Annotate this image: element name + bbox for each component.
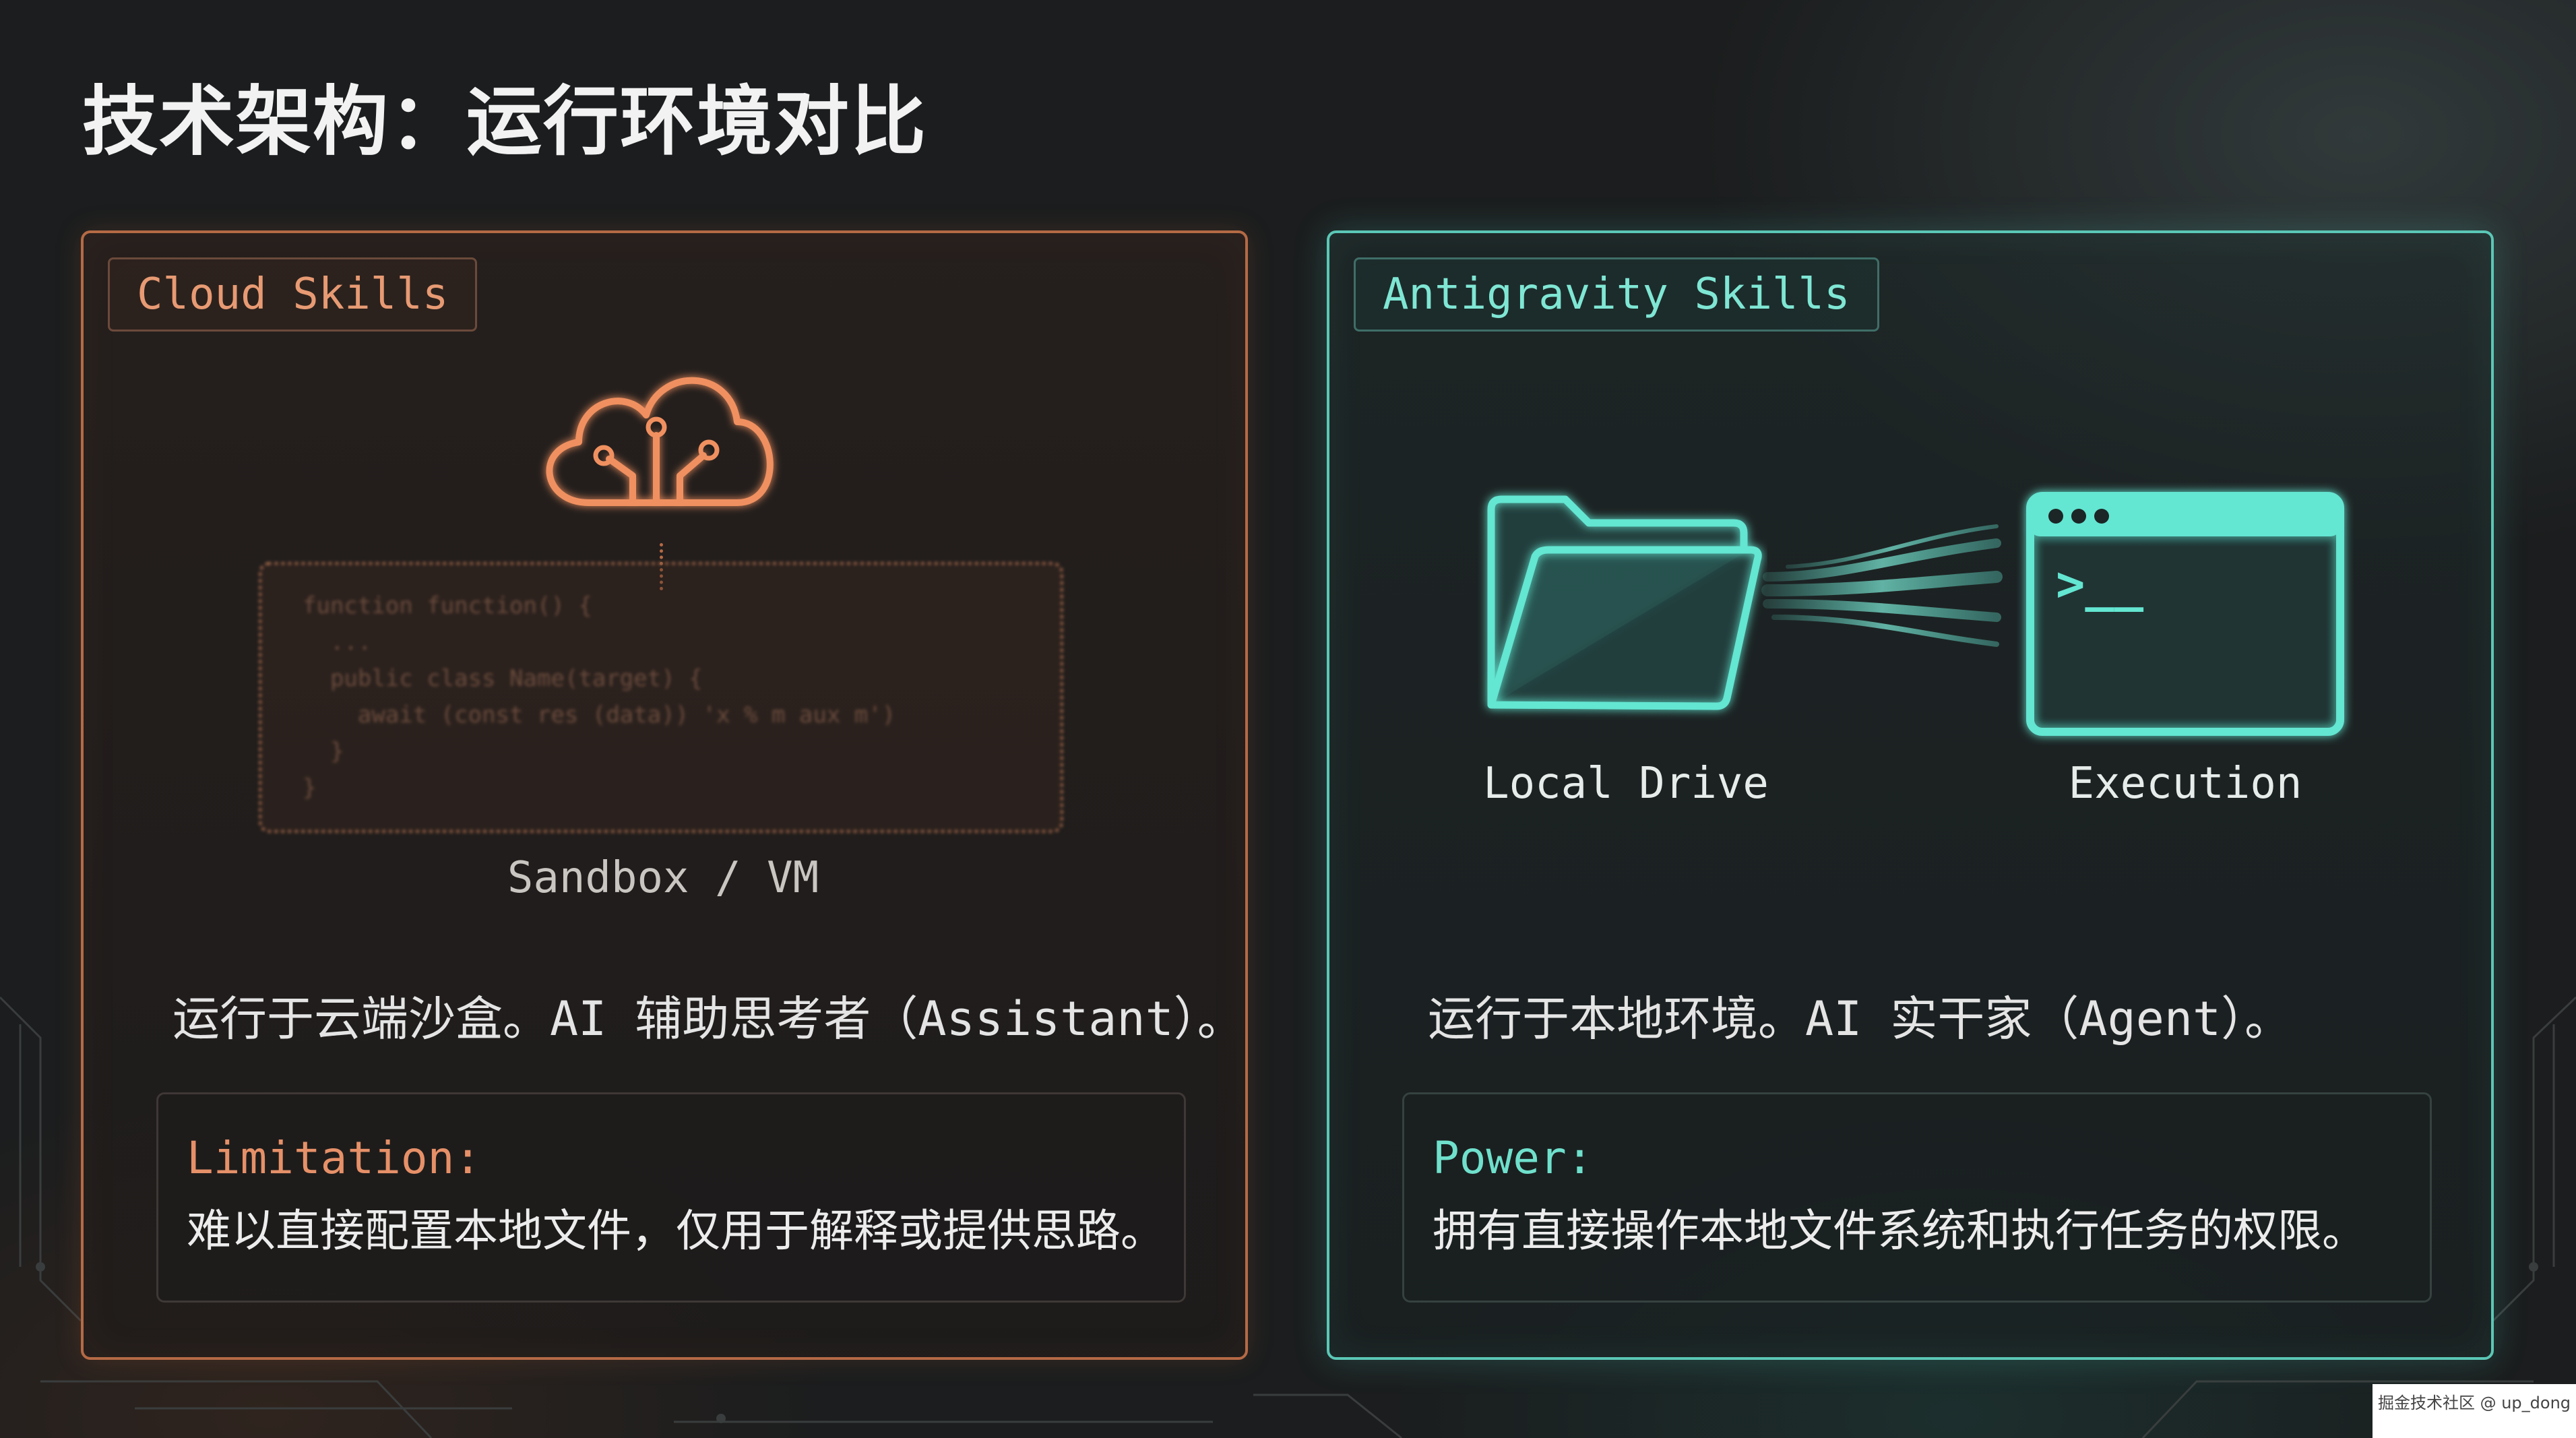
power-heading: Power: [1433,1132,1594,1184]
code-line: } [303,738,344,765]
cloud-description: 运行于云端沙盒。AI 辅助思考者（Assistant）。 [172,991,1245,1046]
sandbox-caption: Sandbox / VM [507,853,819,903]
code-line: await (const res (data)) 'x % m aux m') [303,701,896,728]
antigravity-description: 运行于本地环境。AI 实干家（Agent）。 [1428,991,2292,1046]
cloud-skills-panel: Cloud Skills function function() { ... p… [81,230,1248,1360]
cloud-connector-line [660,543,663,590]
page-title: 技术架构：运行环境对比 [82,78,927,166]
limitation-box: Limitation: 难以直接配置本地文件，仅用于解释或提供思路。 [156,1092,1186,1303]
execution-label: Execution [2068,759,2302,809]
antigravity-skills-panel: Antigravity Skills [1327,230,2494,1360]
power-text: 拥有直接操作本地文件系统和执行任务的权限。 [1433,1205,2366,1257]
terminal-prompt: >__ [2056,555,2144,612]
cloud-circuit-icon [546,377,774,506]
limitation-heading: Limitation: [187,1132,482,1184]
code-line: } [303,774,317,801]
antigravity-skills-tag: Antigravity Skills [1354,257,1879,332]
cloud-skills-tag: Cloud Skills [108,257,478,332]
code-line: ... [303,629,372,656]
power-box: Power: 拥有直接操作本地文件系统和执行任务的权限。 [1402,1092,2432,1303]
limitation-text: 难以直接配置本地文件，仅用于解释或提供思路。 [187,1205,1165,1257]
watermark: 掘金技术社区 @ up_dong [2373,1384,2576,1438]
folder-icon [1487,495,1762,710]
terminal-icon: >__ [2026,492,2344,736]
code-line: function function() { [303,592,592,619]
sandbox-code-block: function function() { ... public class N… [259,562,1063,833]
data-flow-icon [1761,524,2003,647]
local-drive-label: Local Drive [1483,759,1769,809]
code-line: public class Name(target) { [303,665,703,692]
